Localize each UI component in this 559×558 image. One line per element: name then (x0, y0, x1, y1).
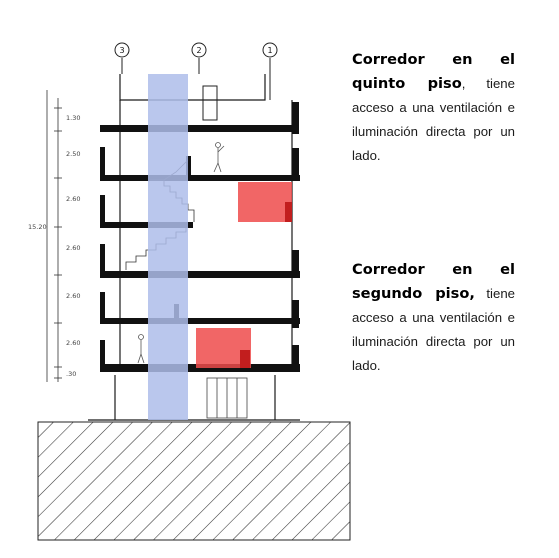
annotation-second-floor-title: Corredor en el segundo piso, (352, 261, 515, 302)
axis-label-2: 2 (196, 46, 201, 55)
axis-group (114, 42, 278, 100)
dim-5: 2.60 (66, 292, 80, 300)
annotation-fifth-floor: Corredor en el quinto piso, tiene acceso… (352, 48, 515, 168)
axis-bubble-2 (191, 42, 207, 58)
annotation-second-floor-body: tiene acceso a una ventilación e ilumina… (352, 286, 515, 373)
roof-door (202, 85, 218, 121)
dim-7: .30 (66, 370, 76, 378)
dim-1: 1.30 (66, 114, 80, 122)
axis-label-1: 1 (267, 46, 272, 55)
dim-4: 2.60 (66, 244, 80, 252)
ground-hatch (37, 421, 351, 541)
ground-openings (206, 377, 248, 419)
highlight-rooms (196, 182, 292, 368)
annotation-fifth-floor-body: , tiene acceso a una ventilación e ilumi… (352, 76, 515, 163)
annotation-second-floor: Corredor en el segundo piso, tiene acces… (352, 258, 515, 378)
axis-label-3: 3 (119, 46, 124, 55)
human-figures (137, 142, 225, 364)
room-fifth-floor (238, 182, 292, 222)
axis-bubble-3 (114, 42, 130, 58)
annotation-fifth-floor-title: Corredor en el quinto piso (352, 51, 515, 92)
corridor-band (148, 74, 188, 420)
dim-3: 2.60 (66, 195, 80, 203)
axis-bubble-1 (262, 42, 278, 58)
dim-total: 15.20 (28, 223, 47, 231)
dimension-chain (46, 90, 62, 382)
dim-6: 2.60 (66, 339, 80, 347)
dim-2: 2.50 (66, 150, 80, 158)
